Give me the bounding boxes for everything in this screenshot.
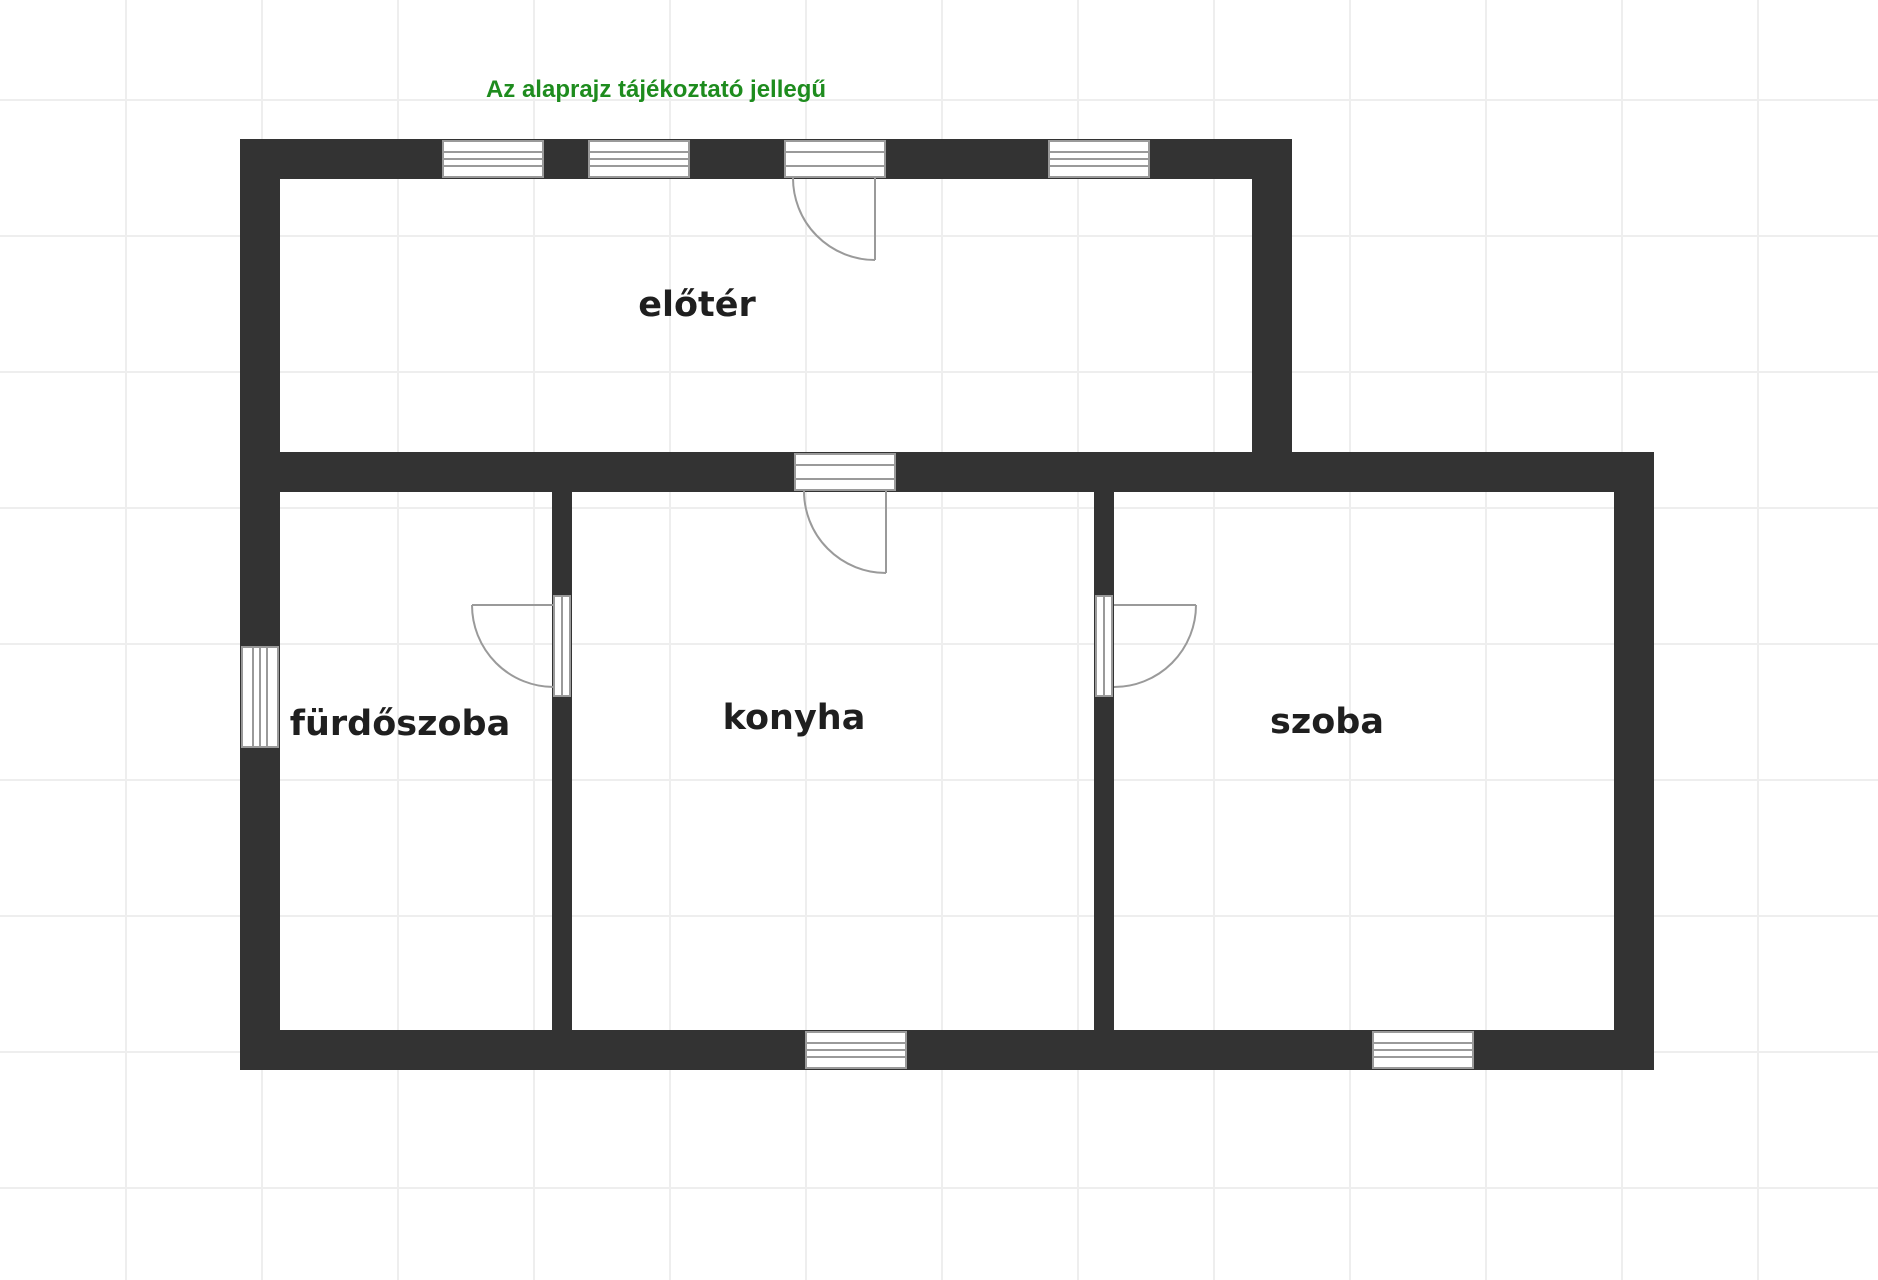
wall-kitchen-room — [1094, 488, 1114, 1030]
door-kitchen-hall — [794, 453, 896, 574]
room-label-szoba: szoba — [1270, 702, 1384, 742]
room-label-furdoszoba: fürdőszoba — [290, 704, 510, 744]
window-bottom-2 — [1372, 1031, 1474, 1069]
wall-left — [240, 139, 280, 1070]
window-top-2 — [588, 140, 690, 178]
window-top-1 — [442, 140, 544, 178]
window-top-3 — [1048, 140, 1150, 178]
room-label-eloter: előtér — [638, 285, 756, 325]
door-room — [1095, 595, 1197, 697]
disclaimer-note: Az alaprajz tájékoztató jellegű — [486, 76, 826, 103]
windows — [241, 140, 1474, 1069]
wall-bath-kitchen — [552, 488, 572, 1030]
door-bathroom — [471, 595, 571, 697]
wall-middle-horizontal — [240, 452, 1654, 492]
room-label-konyha: konyha — [723, 698, 866, 738]
wall-right-lower — [1614, 455, 1654, 1070]
door-entrance — [784, 140, 886, 261]
walls — [240, 139, 1654, 1070]
window-left — [241, 646, 279, 748]
window-bottom-1 — [805, 1031, 907, 1069]
wall-right-upper — [1252, 139, 1292, 459]
doors — [471, 140, 1197, 697]
